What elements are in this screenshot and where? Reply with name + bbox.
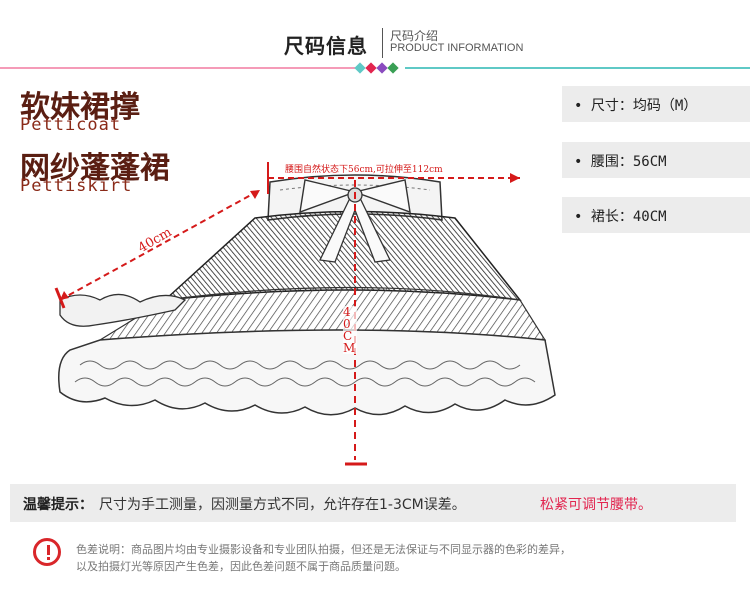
center-length-label: 40CM: [343, 305, 357, 355]
spec-length: • 裙长：40CM: [562, 197, 750, 233]
tip-bar: 温馨提示： 尺寸为手工测量，因测量方式不同，允许存在1-3CM误差。 松紧可调节…: [10, 484, 736, 522]
tip-label: 温馨提示：: [23, 497, 93, 513]
decorative-dot: [376, 62, 388, 74]
section-title: 尺码信息: [284, 34, 368, 58]
tip-text: 尺寸为手工测量，因测量方式不同，允许存在1-3CM误差。: [99, 497, 466, 513]
spec-length-text: • 裙长：40CM: [574, 209, 667, 225]
exclamation-icon: [33, 538, 61, 566]
header-line-left: [0, 67, 355, 69]
product-name-cn-2: 网纱蓬蓬裙: [20, 151, 170, 186]
decorative-dot: [365, 62, 377, 74]
title-divider: [382, 28, 383, 58]
decorative-dots: [354, 62, 406, 74]
product-name-en-2: Pettiskirt: [20, 176, 133, 196]
decorative-dot: [354, 62, 366, 74]
product-name-en-1: Petticoat: [20, 115, 122, 135]
tip-highlight: 松紧可调节腰带。: [540, 497, 652, 513]
section-header: 尺码信息 尺码介绍 PRODUCT INFORMATION: [0, 0, 750, 75]
petticoat-sketch-image: [54, 162, 556, 466]
spec-size-text: • 尺寸：均码（M）: [574, 98, 698, 114]
spec-waist: • 腰围：56CM: [562, 142, 750, 178]
header-line-right: [405, 67, 750, 69]
color-note-line-2: 以及拍摄灯光等原因产生色差，因此色差问题不属于商品质量问题。: [76, 560, 406, 573]
decorative-dot: [387, 62, 399, 74]
spec-size: • 尺寸：均码（M）: [562, 86, 750, 122]
spec-waist-text: • 腰围：56CM: [574, 154, 667, 170]
section-subtitle-en: PRODUCT INFORMATION: [390, 42, 524, 54]
color-note-line-1: 色差说明：商品图片均由专业摄影设备和专业团队拍摄，但还是无法保证与不同显示器的色…: [76, 543, 571, 556]
product-name-cn-1: 软妹裙撑: [20, 90, 140, 125]
waist-measure-note: 腰围自然状态下56cm,可拉伸至112cm: [285, 165, 443, 175]
section-subtitle-cn: 尺码介绍: [390, 29, 439, 43]
